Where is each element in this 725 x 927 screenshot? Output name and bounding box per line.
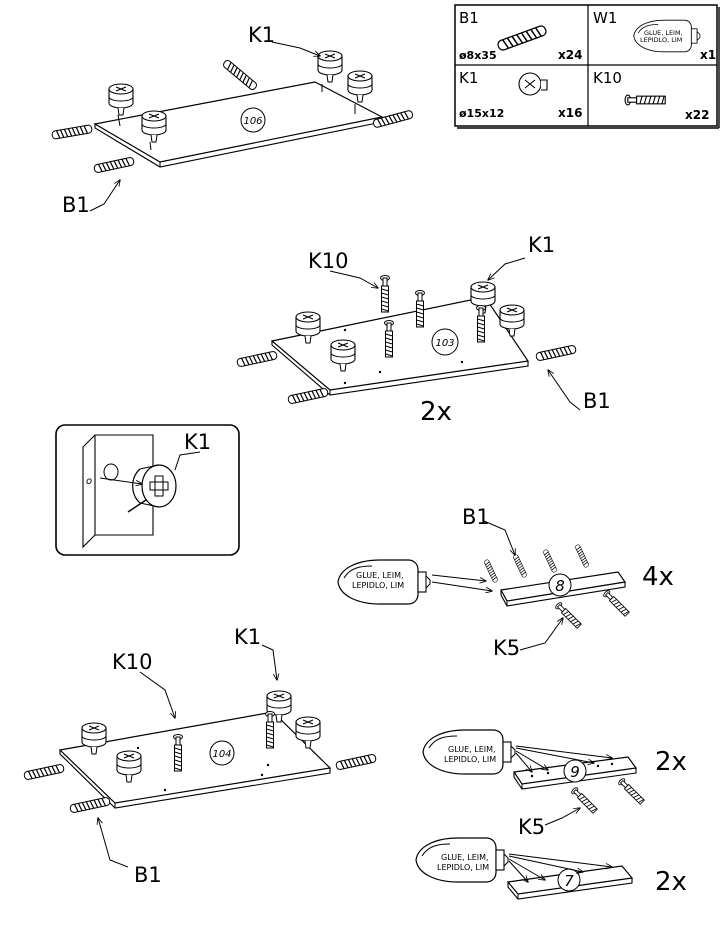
glue-bottle-icon: GLUE, LEIM, LEPIDLO, LIM (633, 19, 701, 53)
label-k10: K10 (112, 650, 153, 674)
label-k5: K5 (518, 815, 545, 839)
label-b1: B1 (62, 193, 90, 217)
step5-multiplier: 2x (655, 747, 687, 777)
glue-label-line1: GLUE, LEIM, (448, 745, 496, 754)
step1-assembly: 106 K1 B1 (51, 23, 414, 217)
step4-multiplier: 4x (642, 562, 674, 592)
glue-label-line2: LEPIDLO, LIM (352, 581, 404, 590)
step6-assembly: 7 GLUE, LEIM, LEPIDLO, LIM 2x (415, 837, 687, 900)
label-b1: B1 (462, 505, 490, 529)
panel-number-8: 8 (555, 577, 565, 595)
glue-label-line2: LEPIDLO, LIM (444, 755, 496, 764)
glue-label-line1: GLUE, LEIM, (356, 571, 404, 580)
legend-code-k1: K1 (459, 69, 478, 87)
step2-assembly: 103 K10 K1 B1 2x (236, 233, 611, 427)
svg-text:o: o (86, 476, 92, 487)
step4-assembly: 8 GLUE, LEIM, LEPIDLO, LIM B1 K5 4x (337, 505, 674, 660)
label-k1-detail: K1 (184, 430, 211, 454)
step5-assembly: 9 GLUE, LEIM, LEPIDLO, LIM K5 2x (422, 729, 687, 839)
legend-code-b1: B1 (459, 9, 479, 27)
panel-number-103: 103 (435, 338, 454, 349)
cam-lock-icon (518, 72, 548, 96)
legend-code-w1: W1 (593, 9, 617, 27)
label-k1: K1 (248, 23, 275, 47)
legend-spec-k1: ø15x12 (459, 107, 504, 120)
label-k5: K5 (493, 636, 520, 660)
panel-number-9: 9 (570, 763, 580, 781)
legend-qty-k1: x16 (558, 106, 582, 120)
cam-lock-detail: o K1 (55, 424, 240, 556)
glue-label-line1: GLUE, LEIM, (441, 853, 489, 862)
step2-multiplier: 2x (420, 397, 452, 427)
label-b1: B1 (583, 389, 611, 413)
panel-number-104: 104 (212, 749, 231, 760)
legend-spec-b1: ø8x35 (459, 49, 497, 62)
legend-qty-w1: x1 (700, 48, 716, 62)
svg-text:GLUE, LEIM,: GLUE, LEIM, (644, 29, 683, 37)
step6-multiplier: 2x (655, 867, 687, 897)
label-k1: K1 (234, 625, 261, 649)
label-k1: K1 (528, 233, 555, 257)
legend-qty-k10: x22 (685, 108, 709, 122)
glue-label-line2: LEPIDLO, LIM (437, 863, 489, 872)
legend-code-k10: K10 (593, 69, 622, 87)
label-b1: B1 (134, 863, 162, 887)
panel-number-7: 7 (564, 872, 574, 890)
step3-assembly: 104 K10 K1 B1 (23, 625, 377, 887)
svg-text:LEPIDLO, LIM: LEPIDLO, LIM (640, 36, 682, 44)
parts-legend: B1 ø8x35 x24 W1 x1 GLUE, LEIM, LEPIDLO, … (454, 4, 720, 129)
legend-qty-b1: x24 (558, 48, 582, 62)
label-k10: K10 (308, 249, 349, 273)
panel-number-106: 106 (243, 116, 262, 127)
